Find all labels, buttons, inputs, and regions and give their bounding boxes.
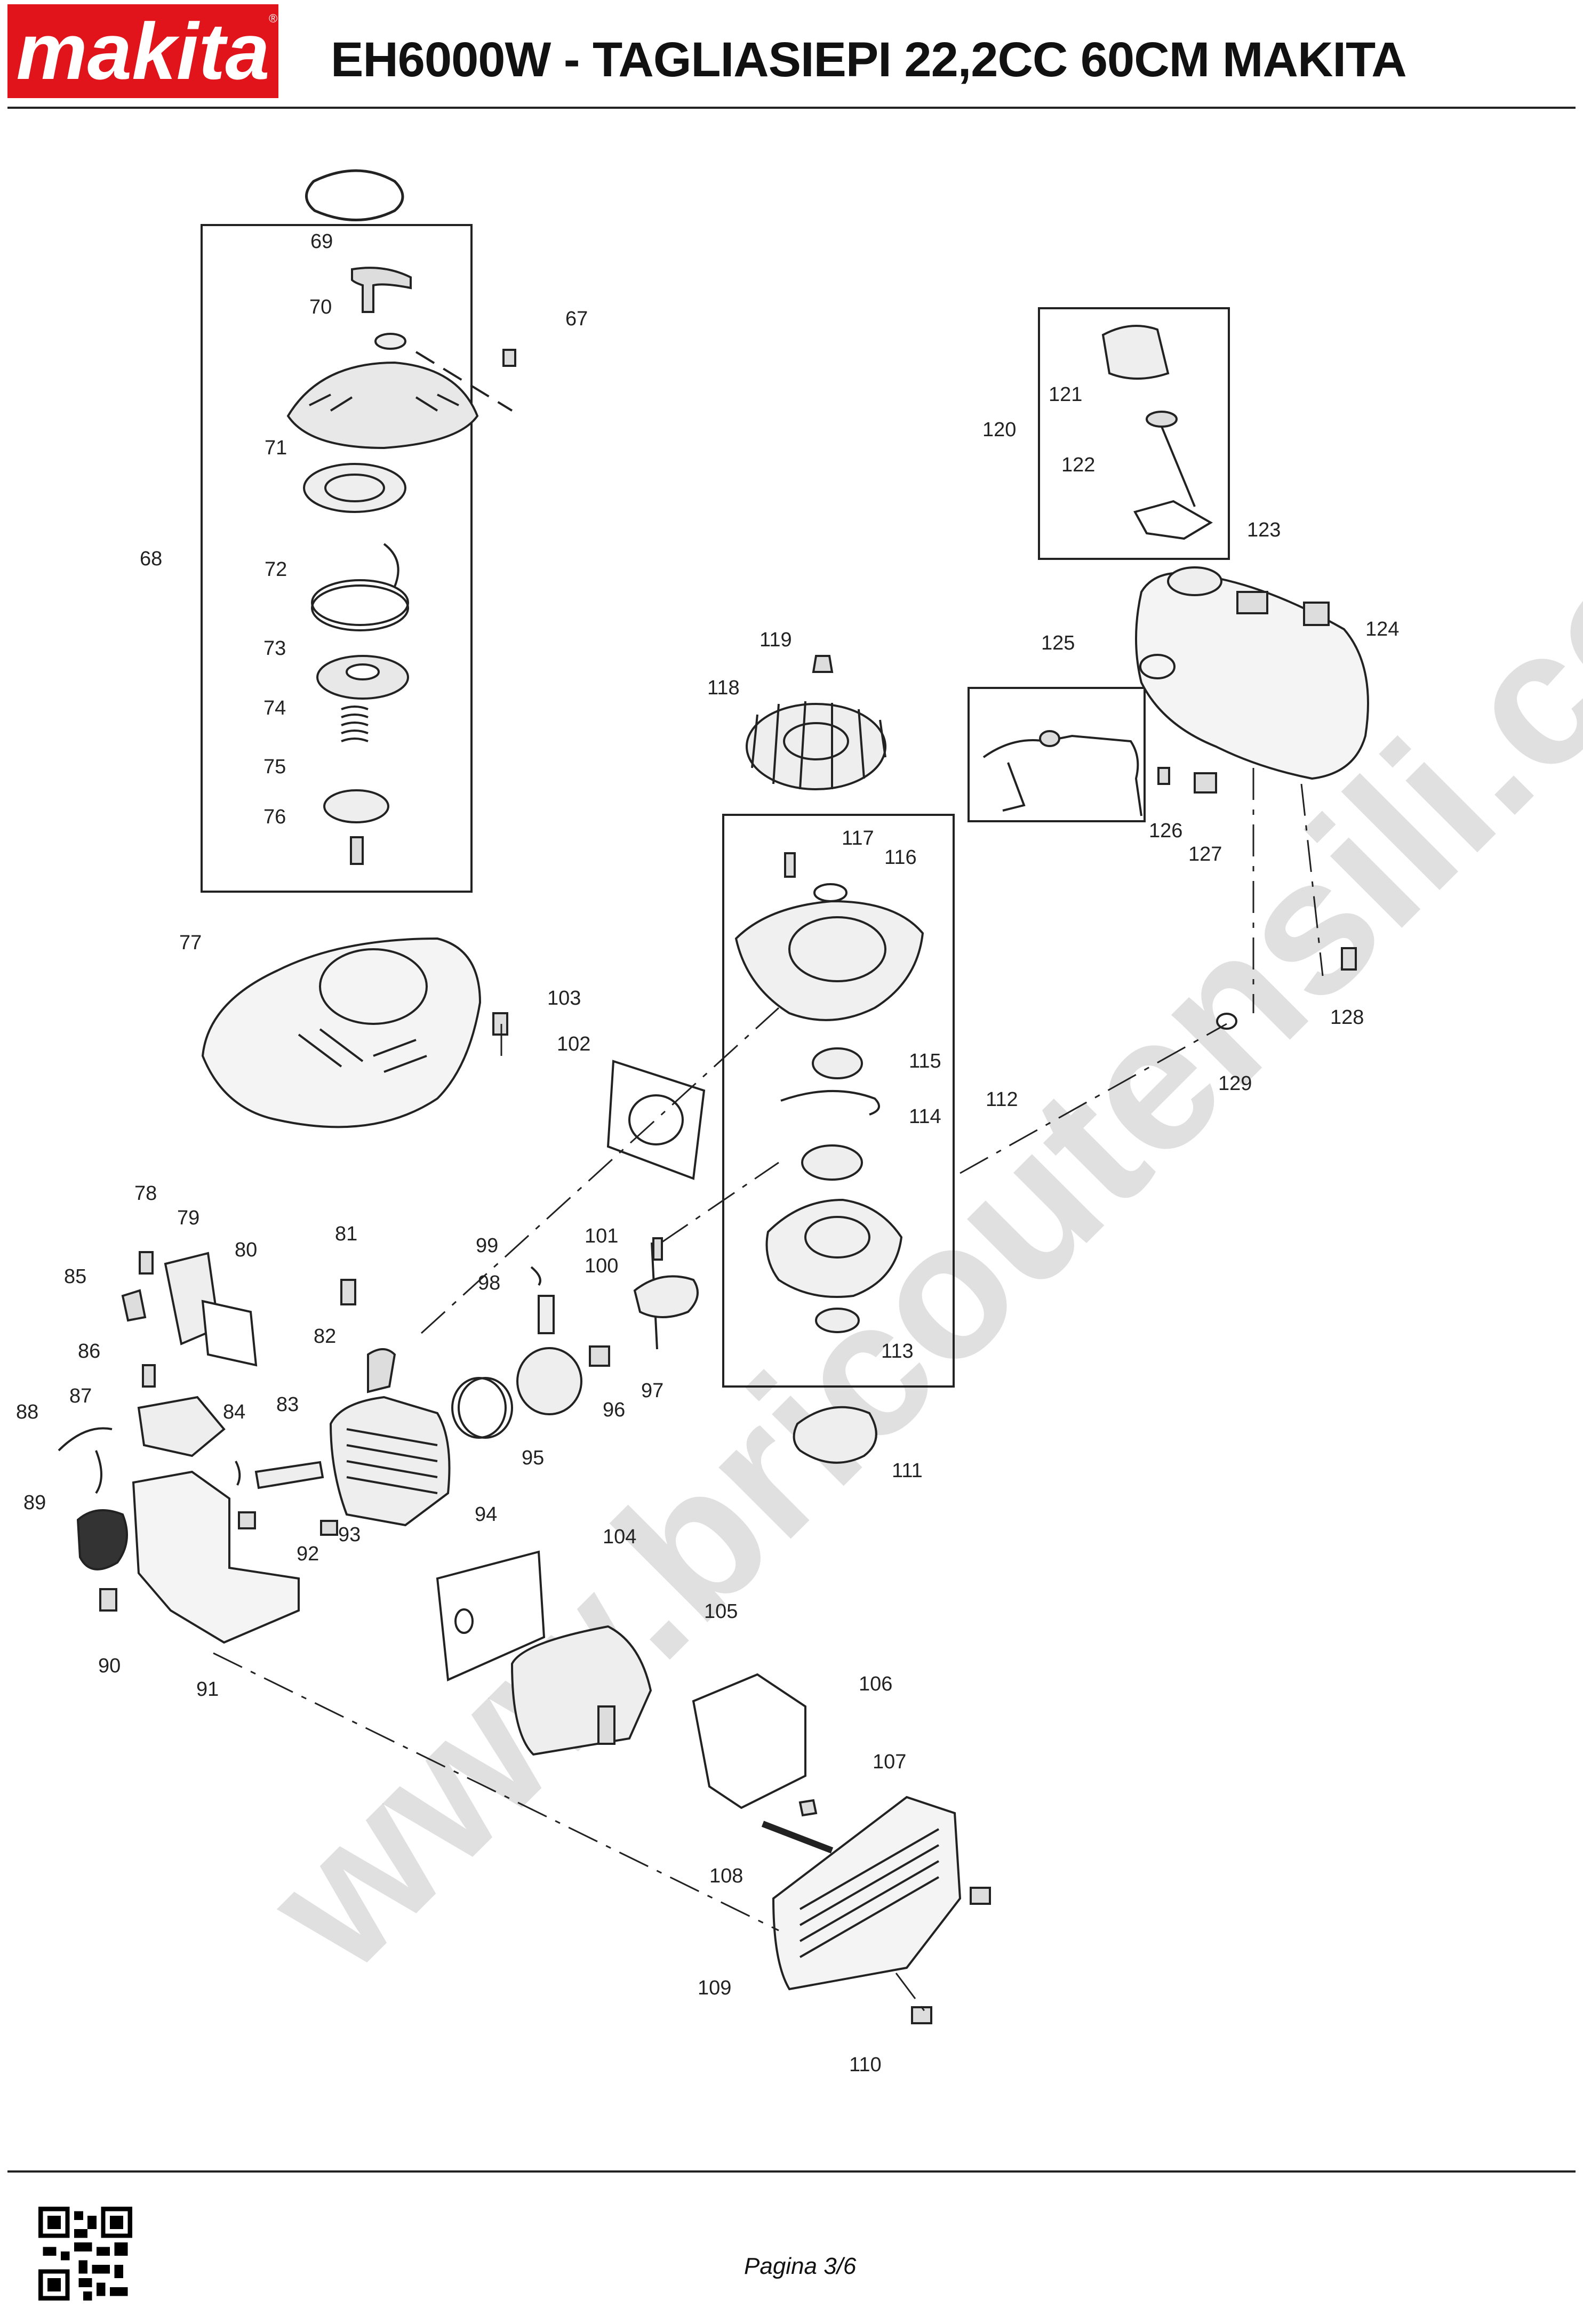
- part-label-67: 67: [565, 308, 588, 330]
- part-label-123: 123: [1247, 519, 1281, 541]
- part-label-89: 89: [23, 1492, 46, 1514]
- part-label-96: 96: [603, 1399, 625, 1421]
- part-label-88: 88: [16, 1401, 38, 1423]
- part-label-126: 126: [1149, 820, 1182, 842]
- makita-logo: makita ®: [7, 4, 278, 98]
- part-label-94: 94: [475, 1503, 497, 1526]
- part-label-74: 74: [263, 697, 286, 719]
- group-box-crankcase: [722, 814, 955, 1388]
- svg-text:®: ®: [269, 12, 277, 25]
- part-label-118: 118: [707, 677, 740, 699]
- part-label-80: 80: [235, 1239, 257, 1261]
- part-label-120: 120: [982, 419, 1016, 441]
- part-label-113: 113: [881, 1340, 914, 1363]
- part-label-73: 73: [263, 637, 286, 660]
- part-label-102: 102: [557, 1033, 590, 1055]
- part-label-99: 99: [476, 1235, 498, 1257]
- part-label-121: 121: [1049, 383, 1082, 406]
- part-label-82: 82: [314, 1325, 336, 1348]
- part-label-103: 103: [547, 987, 581, 1009]
- part-label-79: 79: [177, 1207, 199, 1229]
- page-title: EH6000W - TAGLIASIEPI 22,2CC 60CM MAKITA: [331, 33, 1407, 87]
- part-label-114: 114: [909, 1105, 941, 1128]
- group-box-fuel-line: [968, 687, 1146, 822]
- part-label-101: 101: [585, 1225, 618, 1247]
- part-label-70: 70: [309, 296, 332, 318]
- part-label-68: 68: [140, 548, 162, 570]
- part-label-92: 92: [297, 1543, 319, 1565]
- part-label-78: 78: [134, 1182, 157, 1205]
- part-label-91: 91: [196, 1678, 219, 1701]
- part-label-77: 77: [179, 932, 202, 954]
- group-box-recoil-starter: [201, 224, 473, 893]
- page-number: Pagina 3/6: [744, 2253, 857, 2279]
- part-label-84: 84: [223, 1401, 245, 1423]
- part-label-112: 112: [986, 1088, 1018, 1111]
- part-label-97: 97: [641, 1380, 663, 1402]
- part-label-75: 75: [263, 756, 286, 778]
- footer-divider: [7, 2170, 1576, 2173]
- part-label-100: 100: [585, 1255, 618, 1277]
- part-label-125: 125: [1041, 632, 1075, 654]
- part-label-87: 87: [69, 1385, 92, 1407]
- part-label-107: 107: [873, 1751, 906, 1773]
- part-label-69: 69: [310, 230, 333, 253]
- part-label-95: 95: [522, 1447, 544, 1469]
- part-label-124: 124: [1365, 618, 1399, 640]
- part-label-98: 98: [478, 1272, 500, 1294]
- part-label-93: 93: [338, 1524, 361, 1546]
- part-label-106: 106: [859, 1673, 892, 1695]
- part-label-72: 72: [265, 558, 287, 581]
- part-label-108: 108: [709, 1865, 743, 1887]
- part-label-86: 86: [78, 1340, 100, 1363]
- part-label-83: 83: [276, 1393, 299, 1416]
- brand-text: makita: [16, 6, 269, 96]
- group-box-fuel-cap: [1038, 307, 1230, 560]
- part-label-109: 109: [698, 1977, 731, 1999]
- part-label-115: 115: [909, 1050, 941, 1072]
- part-label-104: 104: [603, 1526, 636, 1548]
- part-label-81: 81: [335, 1223, 357, 1245]
- part-label-105: 105: [704, 1600, 738, 1623]
- part-label-127: 127: [1188, 843, 1222, 866]
- part-label-116: 116: [884, 846, 917, 869]
- header-divider: [7, 107, 1576, 109]
- part-label-122: 122: [1061, 454, 1095, 476]
- part-label-85: 85: [64, 1265, 86, 1288]
- part-label-117: 117: [842, 827, 874, 850]
- part-label-110: 110: [849, 2054, 882, 2076]
- part-label-119: 119: [759, 629, 792, 651]
- part-label-90: 90: [98, 1655, 121, 1677]
- part-label-71: 71: [265, 437, 287, 459]
- part-label-111: 111: [892, 1460, 923, 1482]
- qr-code-icon: [38, 2207, 132, 2301]
- part-label-129: 129: [1218, 1072, 1252, 1095]
- part-label-128: 128: [1330, 1006, 1364, 1029]
- part-label-76: 76: [263, 806, 286, 828]
